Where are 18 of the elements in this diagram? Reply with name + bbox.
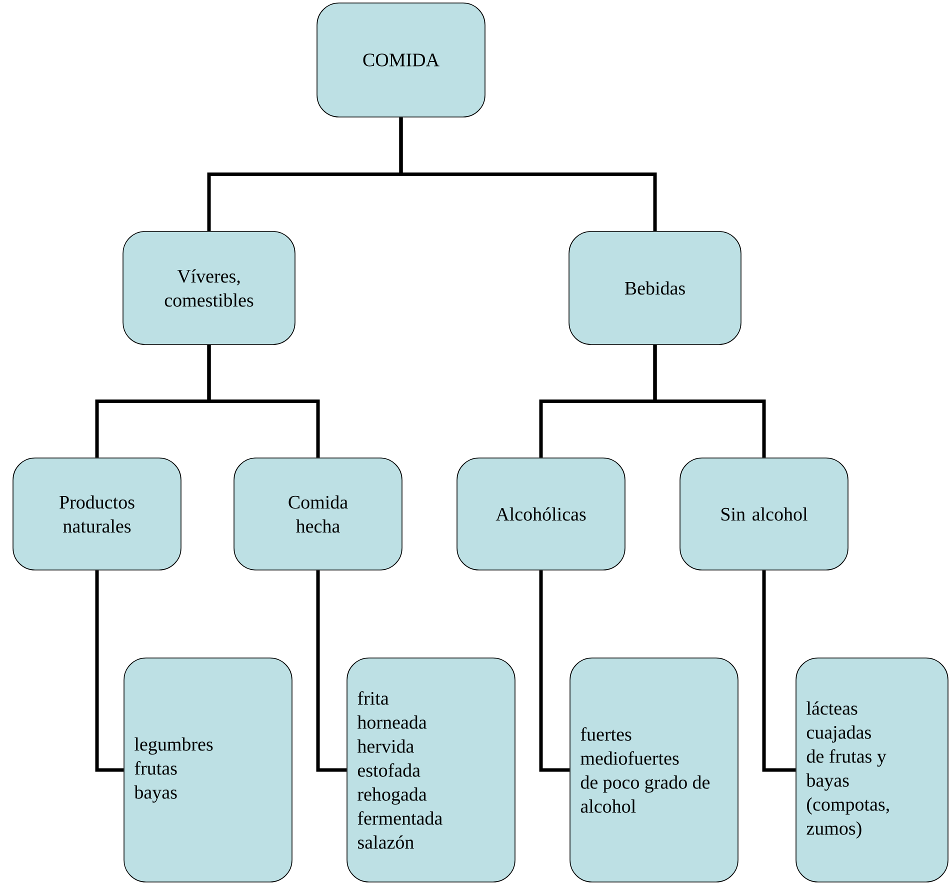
category-box: Sin alcohol: [680, 458, 848, 570]
category-box: Bebidas: [568, 231, 742, 345]
category-box: Comida hecha: [234, 458, 402, 570]
connector-line: [316, 570, 347, 772]
category-box: Productos naturales: [12, 458, 182, 570]
category-box: Alcohólicas: [456, 458, 626, 570]
connector-line: [399, 117, 657, 232]
connector-line: [207, 344, 320, 458]
connector-line: [539, 570, 570, 772]
connector-line: [762, 570, 796, 772]
item-list-box: frita horneada hervida estofada rehogada fermentada salazón: [346, 658, 516, 882]
connector-line: [653, 344, 766, 458]
item-list-box: legumbres frutas bayas: [124, 658, 292, 882]
connector-line: [95, 570, 124, 772]
category-box: COMIDA: [316, 2, 486, 118]
category-box: Víveres, comestibles: [122, 231, 296, 345]
item-list-box: lácteas cuajadas de frutas y bayas (compotas, zumos): [796, 658, 948, 882]
item-list-box: fuertes mediofuertes de poco grado de alcohol: [570, 658, 738, 882]
